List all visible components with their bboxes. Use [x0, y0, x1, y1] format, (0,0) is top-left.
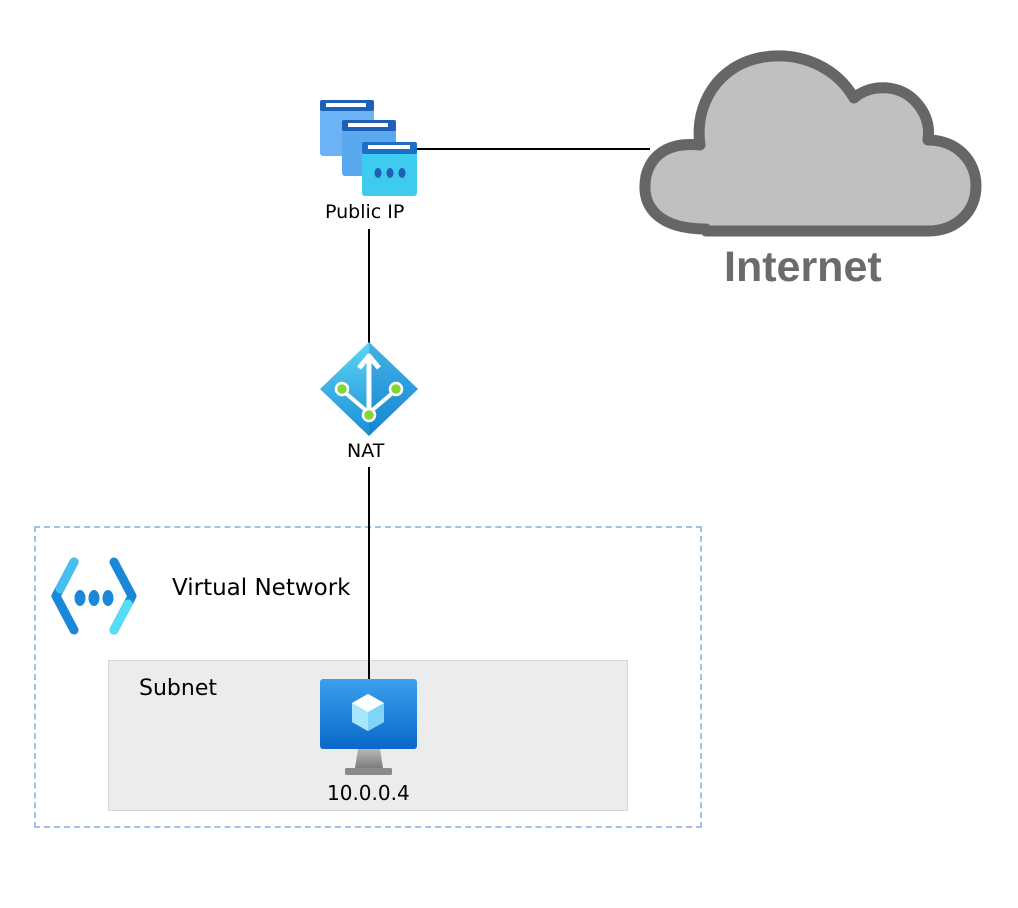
internet-label: Internet	[724, 243, 882, 291]
vm-ip-label: 10.0.0.4	[327, 781, 410, 805]
nat-label: NAT	[347, 440, 385, 462]
subnet-label: Subnet	[139, 676, 217, 701]
public-ip-label: Public IP	[325, 201, 405, 223]
virtual-network-label: Virtual Network	[172, 575, 351, 601]
